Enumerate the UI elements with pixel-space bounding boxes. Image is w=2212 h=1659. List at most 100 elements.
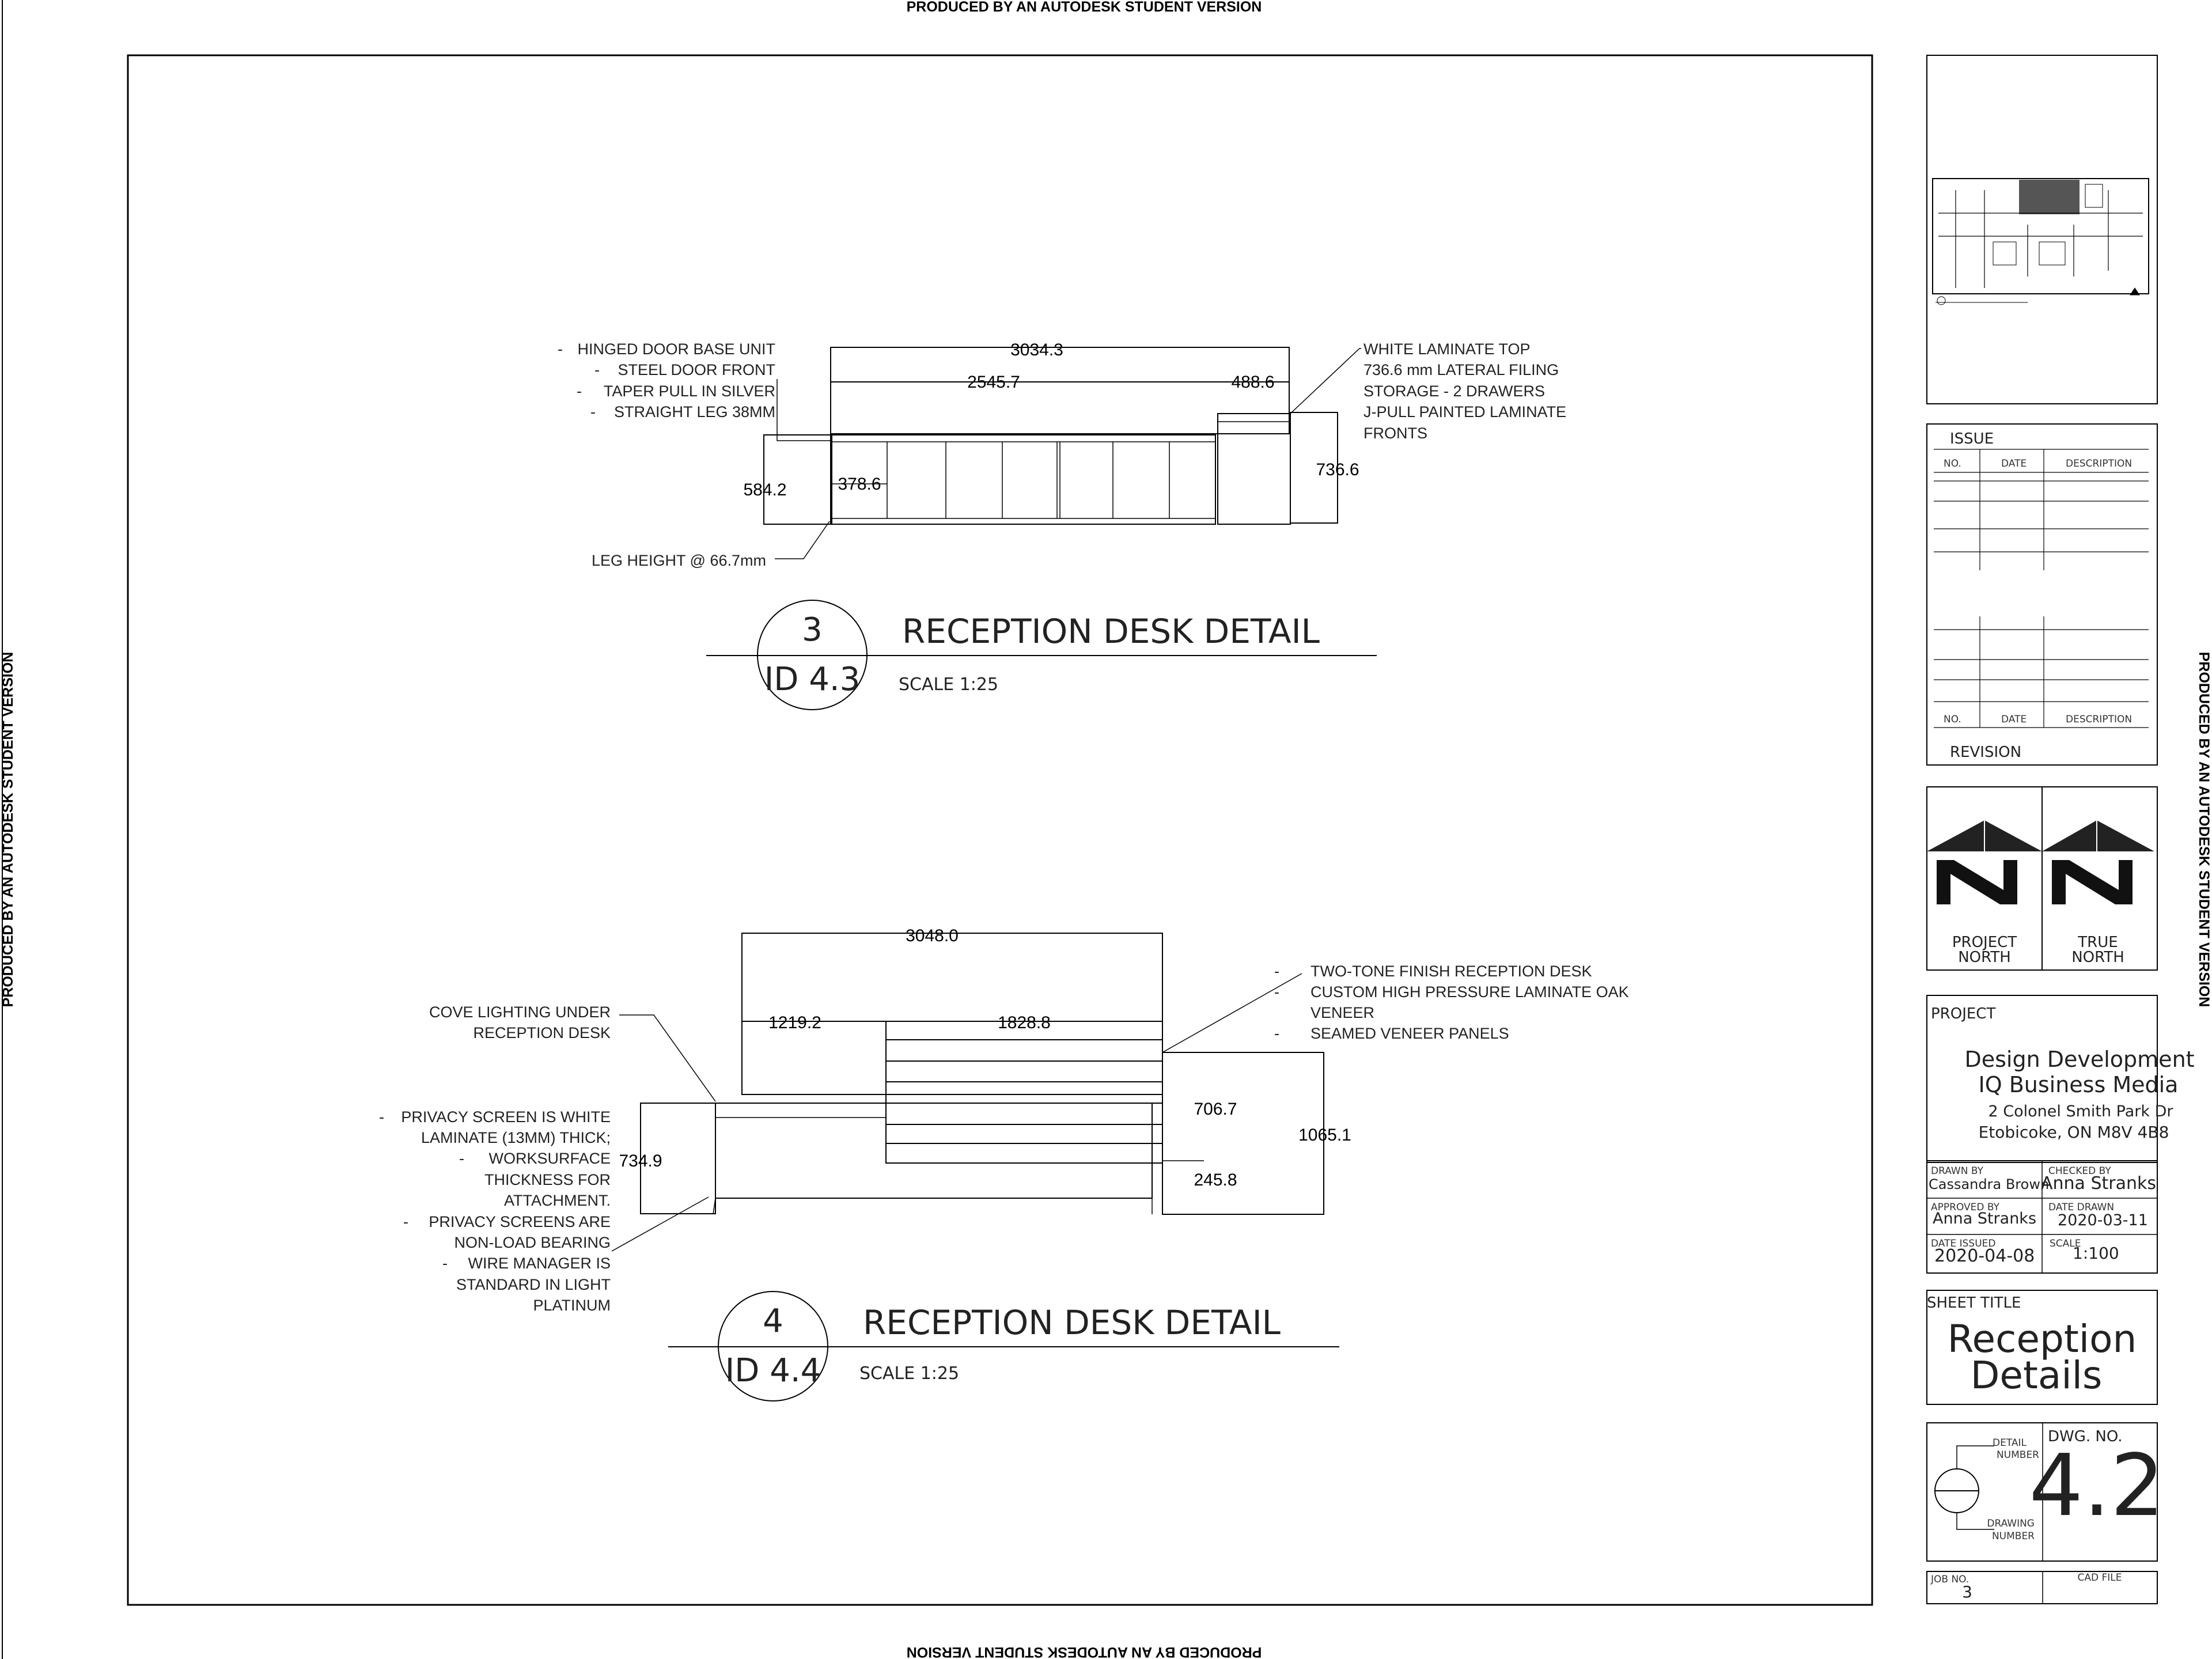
revision-label: REVISION bbox=[1950, 744, 2021, 761]
note-dash: - bbox=[1274, 983, 1279, 1001]
note-line: HINGED DOOR BASE UNIT bbox=[577, 340, 775, 358]
revision-col-description: DESCRIPTION bbox=[2066, 714, 2132, 725]
dim-right-run-3: 488.6 bbox=[1231, 373, 1274, 392]
note-line: CUSTOM HIGH PRESSURE LAMINATE OAK bbox=[1310, 983, 1629, 1001]
note-line: TAPER PULL IN SILVER bbox=[604, 382, 775, 400]
job-no: 3 bbox=[1962, 1582, 1972, 1601]
project-client: IQ Business Media bbox=[1979, 1072, 2179, 1097]
detail-3 bbox=[706, 347, 1377, 710]
detail-number-3: 3 bbox=[802, 611, 823, 649]
dim-box-overall bbox=[830, 347, 1290, 434]
key-plan-room bbox=[2039, 241, 2066, 266]
watermark-top: PRODUCED BY AN AUTODESK STUDENT VERSION bbox=[907, 0, 1262, 15]
note-line: RECEPTION DESK bbox=[473, 1024, 611, 1041]
issue-col-description: DESCRIPTION bbox=[2066, 458, 2132, 469]
date-issued: 2020-04-08 bbox=[1934, 1246, 2035, 1266]
notes-left-4: COVE LIGHTING UNDER RECEPTION DESK - PRI… bbox=[379, 1003, 611, 1314]
note-line: WIRE MANAGER IS bbox=[468, 1255, 611, 1272]
leader-right-notes bbox=[1290, 348, 1361, 414]
note-line: LAMINATE (13MM) THICK; bbox=[421, 1129, 611, 1146]
dim-lower-height-4: 245.8 bbox=[1194, 1171, 1237, 1190]
dim-overall-4: 3048.0 bbox=[906, 926, 959, 945]
detail-number-4: 4 bbox=[763, 1302, 783, 1340]
date-drawn: 2020-03-11 bbox=[2058, 1211, 2148, 1229]
detail-scale-3: SCALE 1:25 bbox=[899, 675, 998, 695]
dim-height-right-3: 736.6 bbox=[1316, 460, 1359, 479]
detail-scale-4: SCALE 1:25 bbox=[859, 1363, 959, 1384]
revision-col-date: DATE bbox=[2001, 714, 2027, 725]
leader-leg-height bbox=[775, 521, 830, 559]
note-line: STORAGE - 2 DRAWERS bbox=[1363, 382, 1545, 400]
dwg-no: 4.2 bbox=[2029, 1436, 2164, 1535]
dim-total-height-4: 1065.1 bbox=[1298, 1126, 1351, 1145]
project-north-label-1: PROJECT bbox=[1952, 934, 2017, 951]
issue-col-no: NO. bbox=[1944, 458, 1961, 469]
project-address-1: 2 Colonel Smith Park Dr bbox=[1988, 1103, 2173, 1120]
issue-revision-block bbox=[1926, 423, 2158, 766]
date-issued-label: DATE ISSUED bbox=[1931, 1238, 1996, 1249]
issue-label: ISSUE bbox=[1950, 430, 1994, 448]
key-plan-highlight bbox=[2019, 180, 2080, 214]
note-dash: - bbox=[1274, 963, 1279, 980]
leader-left-notes bbox=[777, 379, 831, 441]
detail-title-3: RECEPTION DESK DETAIL bbox=[902, 612, 1320, 651]
key-plan-outline bbox=[1932, 178, 2149, 294]
note-line: STANDARD IN LIGHT bbox=[456, 1276, 611, 1293]
project-address-2: Etobicoke, ON M8V 4B8 bbox=[1979, 1123, 2169, 1142]
detail-number-label-1: DETAIL bbox=[1993, 1437, 2027, 1449]
watermark-bottom: PRODUCED BY AN AUTODESK STUDENT VERSION bbox=[907, 1644, 1262, 1659]
privacy-screen-panels bbox=[885, 1021, 1163, 1164]
lateral-filing-cabinet bbox=[1217, 413, 1291, 525]
revision-col-no: NO. bbox=[1944, 714, 1961, 725]
dim-right-run-4: 1828.8 bbox=[998, 1013, 1051, 1032]
dim-left-run-4: 1219.2 bbox=[768, 1013, 821, 1032]
note-dash: - bbox=[1274, 1025, 1279, 1042]
dim-inner-height-3: 378.6 bbox=[838, 475, 881, 494]
dim-box-height-right bbox=[1290, 412, 1338, 524]
north-arrows-block bbox=[1926, 786, 2158, 971]
note-line: FRONTS bbox=[1363, 425, 1427, 442]
project-name: Design Development bbox=[1964, 1047, 2194, 1072]
job-block bbox=[1926, 1571, 2158, 1604]
issue-frame bbox=[1926, 423, 2158, 766]
dim-box-total-height-4 bbox=[1162, 1052, 1324, 1215]
dim-height-left-3: 584.2 bbox=[743, 480, 786, 499]
drawing-border bbox=[127, 54, 1873, 1606]
project-north-icon bbox=[1927, 820, 2042, 904]
issue-col-date: DATE bbox=[2001, 458, 2027, 469]
true-north-label-1: TRUE bbox=[2077, 934, 2118, 951]
drawn-by: Cassandra Brown bbox=[1929, 1176, 2049, 1192]
note-line: VENEER bbox=[1310, 1004, 1374, 1021]
sheet-title-frame bbox=[1926, 1290, 2158, 1405]
note-dash: - bbox=[379, 1108, 384, 1126]
scale-label: SCALE bbox=[2050, 1238, 2081, 1249]
note-line: 736.6 mm LATERAL FILING bbox=[1363, 361, 1559, 378]
sheet-title-line-1: Reception bbox=[1948, 1317, 2137, 1361]
note-line: THICKNESS FOR bbox=[484, 1171, 611, 1188]
cad-file-label: CAD FILE bbox=[2078, 1572, 2122, 1584]
key-plan-room bbox=[1993, 241, 2017, 266]
drawn-by-label: DRAWN BY bbox=[1931, 1165, 1984, 1177]
dim-box-height-left bbox=[763, 434, 832, 525]
key-plan-room bbox=[2085, 184, 2103, 208]
key-plan bbox=[1926, 55, 2158, 404]
desk-top bbox=[830, 434, 1216, 442]
note-line: J-PULL PAINTED LAMINATE bbox=[1363, 403, 1566, 421]
leader-cove-lighting bbox=[619, 1014, 716, 1102]
project-north-label-2: NORTH bbox=[1958, 949, 2011, 966]
note-dash: - bbox=[459, 1150, 464, 1167]
note-line: COVE LIGHTING UNDER bbox=[429, 1003, 611, 1021]
filing-top bbox=[1217, 413, 1291, 422]
note-line: WHITE LAMINATE TOP bbox=[1363, 340, 1531, 358]
project-label: PROJECT bbox=[1931, 1005, 1995, 1022]
approved-by-label: APPROVED BY bbox=[1931, 1202, 2000, 1213]
key-plan-frame bbox=[1926, 55, 2158, 404]
note-dash: - bbox=[577, 382, 582, 400]
dim-overall-3: 3034.3 bbox=[1010, 340, 1063, 359]
note-line: PLATINUM bbox=[533, 1297, 611, 1314]
detail-title-4: RECEPTION DESK DETAIL bbox=[863, 1303, 1281, 1342]
job-no-label: JOB NO. bbox=[1930, 1574, 1969, 1585]
detail-number-label-2: NUMBER bbox=[1997, 1449, 2039, 1461]
scale-value: 1:100 bbox=[2073, 1244, 2119, 1263]
